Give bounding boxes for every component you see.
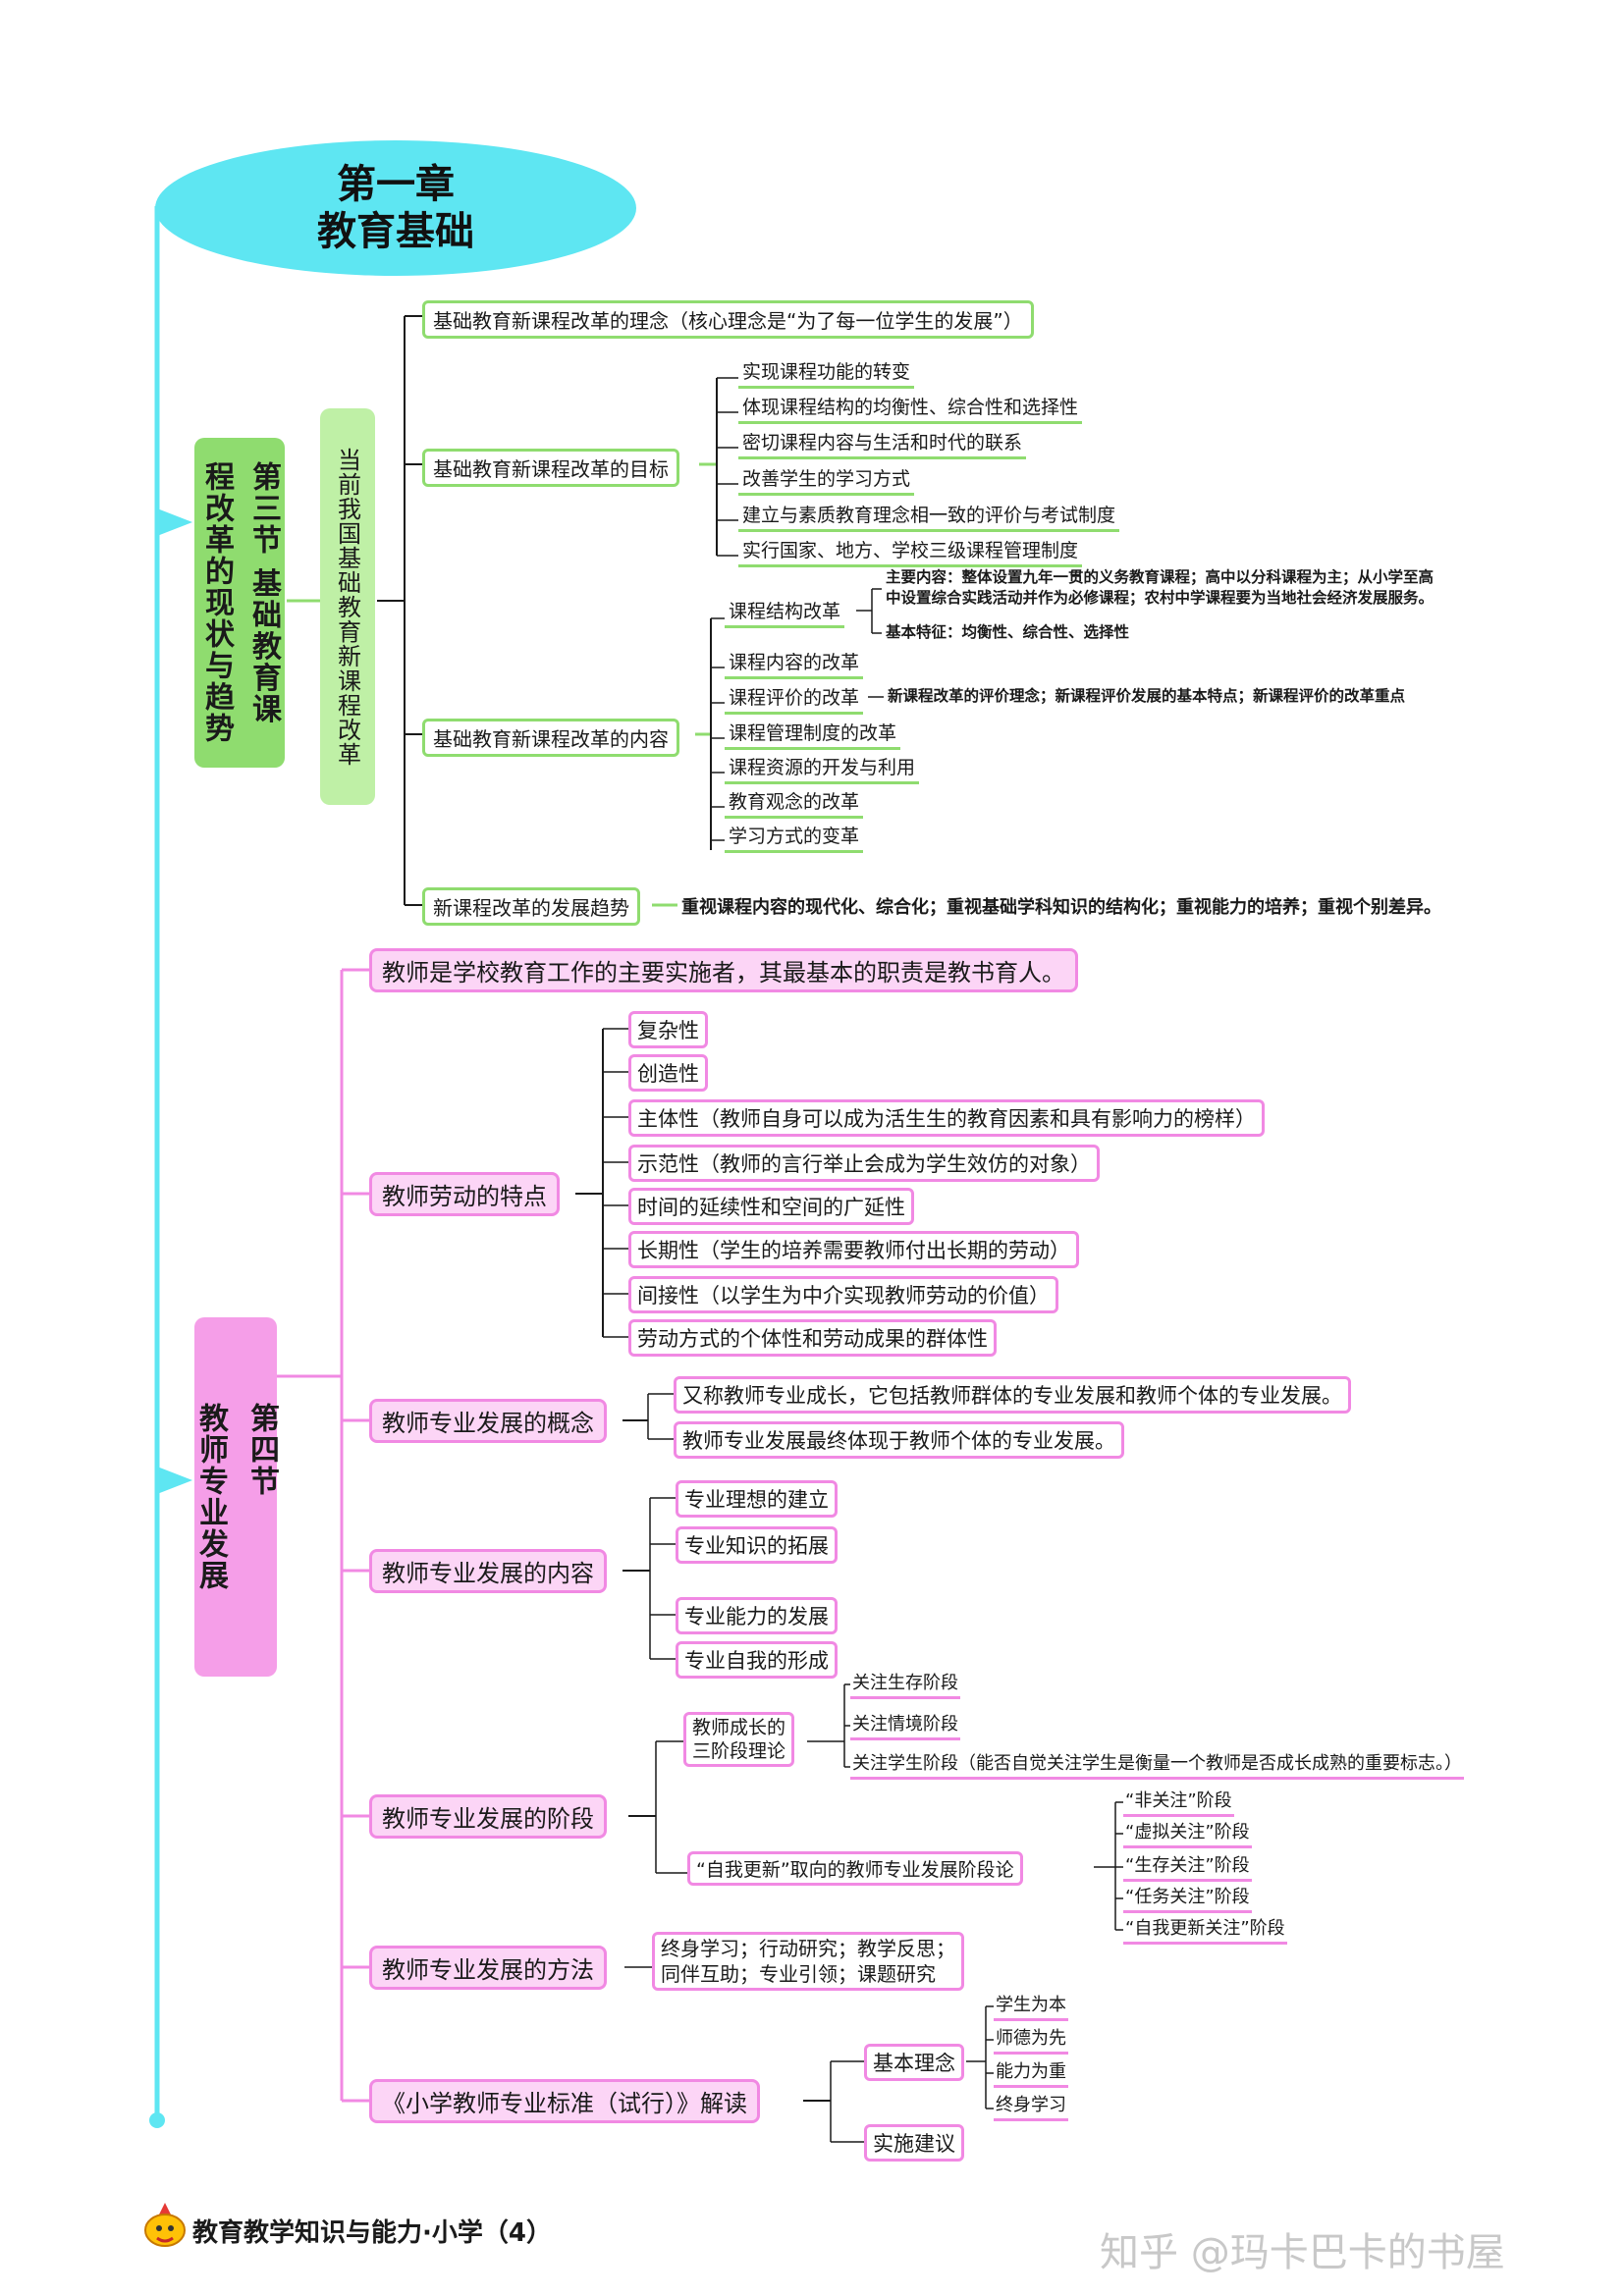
content-resources: 课程资源的开发与利用	[725, 753, 920, 784]
reform-trend-label: 新课程改革的发展趋势	[433, 896, 629, 920]
content-item-1: 专业理想的建立	[676, 1480, 838, 1518]
reform-goal: 基础教育新课程改革的目标	[422, 449, 679, 487]
goal-item-4: 改善学生的学习方式	[738, 464, 915, 496]
reform-idea-text: 基础教育新课程改革的理念（核心理念是“为了每一位学生的发展”）	[433, 309, 1023, 333]
reform-trend: 新课程改革的发展趋势	[422, 887, 640, 926]
basic-item-2: 师德为先	[994, 2024, 1068, 2055]
labor-item-8: 劳动方式的个体性和劳动成果的群体性	[628, 1319, 997, 1357]
development-content: 教师专业发展的内容	[369, 1549, 607, 1593]
watermark: 知乎 @玛卡巴卡的书屋	[1100, 2230, 1505, 2275]
labor-features: 教师劳动的特点	[369, 1172, 560, 1216]
development-methods: 教师专业发展的方法	[369, 1946, 607, 1990]
chapter-name: 教育基础	[317, 209, 474, 254]
self-renewal-theory: “自我更新”取向的教师专业发展阶段论	[687, 1851, 1023, 1886]
structure-feature: 基本特征：均衡性、综合性、选择性	[886, 623, 1130, 641]
structure-main-line1: 主要内容：整体设置九年一贯的义务教育课程；高中以分科课程为主；从小学至高	[886, 568, 1435, 586]
reform-idea: 基础教育新课程改革的理念（核心理念是“为了每一位学生的发展”）	[422, 300, 1034, 339]
concept-item-2: 教师专业发展最终体现于教师个体的专业发展。	[674, 1421, 1124, 1459]
standard-interpretation: 《小学教师专业标准（试行）》解读	[369, 2079, 760, 2123]
chapter-number: 第一章	[337, 162, 455, 207]
content-evaluation: 课程评价的改革	[725, 683, 864, 715]
methods-line2: 同伴互助；专业引领；课题研究	[661, 1962, 936, 1986]
stage-students: 关注学生阶段（能否自觉关注学生是衡量一个教师是否成长成熟的重要标志。）	[850, 1749, 1464, 1780]
three-stage-line2: 三阶段理论	[692, 1740, 786, 1762]
content-structure: 课程结构改革	[725, 597, 845, 628]
content-management: 课程管理制度的改革	[725, 719, 901, 750]
trend-detail: 重视课程内容的现代化、综合化；重视基础学科知识的结构化；重视能力的培养；重视个别…	[681, 897, 1441, 918]
basic-item-1: 学生为本	[994, 1991, 1068, 2021]
development-concept: 教师专业发展的概念	[369, 1399, 607, 1443]
reform-content: 基础教育新课程改革的内容	[422, 719, 679, 757]
section3-subtitle-text: 当前我国基础教育新课程改革	[333, 447, 361, 767]
section4-title-col2: 教师专业发展	[193, 1403, 228, 1591]
implementation-suggestion: 实施建议	[864, 2124, 964, 2162]
labor-item-2: 创造性	[628, 1054, 708, 1092]
renewal-item-2: “虚拟关注”阶段	[1123, 1818, 1252, 1848]
methods-detail: 终身学习；行动研究；教学反思； 同伴互助；专业引领；课题研究	[652, 1932, 964, 1991]
content-item-3: 专业能力的发展	[676, 1597, 838, 1634]
reform-content-label: 基础教育新课程改革的内容	[433, 727, 669, 751]
section3-title: 第三节 基础教育课 程改革的现状与趋势	[194, 438, 285, 768]
basic-item-3: 能力为重	[994, 2057, 1068, 2088]
goal-item-3: 密切课程内容与生活和时代的联系	[738, 428, 1027, 459]
section3-title-col2: 程改革的现状与趋势	[199, 461, 234, 744]
section4-title: 第四节 教师专业发展	[193, 1317, 279, 1677]
basic-item-4: 终身学习	[994, 2091, 1068, 2121]
goal-item-1: 实现课程功能的转变	[738, 357, 915, 389]
renewal-item-3: “生存关注”阶段	[1123, 1851, 1252, 1882]
evaluation-detail: 新课程改革的评价理念；新课程评价发展的基本特点；新课程评价的改革重点	[888, 687, 1406, 705]
footer-logo-icon	[137, 2199, 192, 2254]
stage-survival: 关注生存阶段	[850, 1669, 960, 1699]
three-stage-line1: 教师成长的	[692, 1717, 786, 1738]
content-learning: 学习方式的变革	[725, 822, 864, 853]
labor-item-5: 时间的延续性和空间的广延性	[628, 1188, 914, 1225]
section3-subtitle: 当前我国基础教育新课程改革	[320, 408, 375, 805]
renewal-item-1: “非关注”阶段	[1123, 1787, 1234, 1817]
labor-item-4: 示范性（教师的言行举止会成为学生效仿的对象）	[628, 1145, 1100, 1182]
concept-item-1: 又称教师专业成长，它包括教师群体的专业发展和教师个体的专业发展。	[674, 1376, 1351, 1414]
section3-title-col1: 第三节 基础教育课	[246, 461, 281, 725]
labor-item-6: 长期性（学生的培养需要教师付出长期的劳动）	[628, 1231, 1079, 1268]
chapter-title-bubble: 第一章 教育基础	[155, 140, 636, 276]
content-concept: 教育观念的改革	[725, 787, 864, 819]
teacher-role: 教师是学校教育工作的主要实施者，其最基本的职责是教书育人。	[369, 948, 1078, 992]
goal-item-6: 实行国家、地方、学校三级课程管理制度	[738, 536, 1083, 567]
stage-situation: 关注情境阶段	[850, 1710, 960, 1740]
content-course: 课程内容的改革	[725, 648, 864, 679]
structure-main: 主要内容：整体设置九年一贯的义务教育课程；高中以分科课程为主；从小学至高 中设置…	[886, 567, 1434, 609]
labor-item-1: 复杂性	[628, 1011, 708, 1048]
renewal-item-4: “任务关注”阶段	[1123, 1883, 1252, 1913]
three-stage-theory: 教师成长的 三阶段理论	[683, 1712, 795, 1767]
goal-item-5: 建立与素质教育理念相一致的评价与考试制度	[738, 501, 1120, 532]
content-item-2: 专业知识的拓展	[676, 1526, 838, 1564]
content-item-4: 专业自我的形成	[676, 1641, 838, 1679]
structure-main-line2: 中设置综合实践活动并作为必修课程；农村中学课程要为当地社会经济发展服务。	[886, 589, 1435, 607]
development-stages: 教师专业发展的阶段	[369, 1794, 607, 1839]
labor-item-3: 主体性（教师自身可以成为活生生的教育因素和具有影响力的榜样）	[628, 1099, 1265, 1137]
section4-title-col1: 第四节	[244, 1403, 279, 1497]
goal-item-2: 体现课程结构的均衡性、综合性和选择性	[738, 393, 1083, 424]
renewal-item-5: “自我更新关注”阶段	[1123, 1914, 1287, 1945]
methods-line1: 终身学习；行动研究；教学反思；	[661, 1937, 955, 1960]
footer-book-title: 教育教学知识与能力·小学（4）	[192, 2218, 552, 2248]
reform-goal-label: 基础教育新课程改革的目标	[433, 457, 669, 481]
basic-concept: 基本理念	[864, 2044, 964, 2081]
labor-item-7: 间接性（以学生为中介实现教师劳动的价值）	[628, 1276, 1058, 1313]
